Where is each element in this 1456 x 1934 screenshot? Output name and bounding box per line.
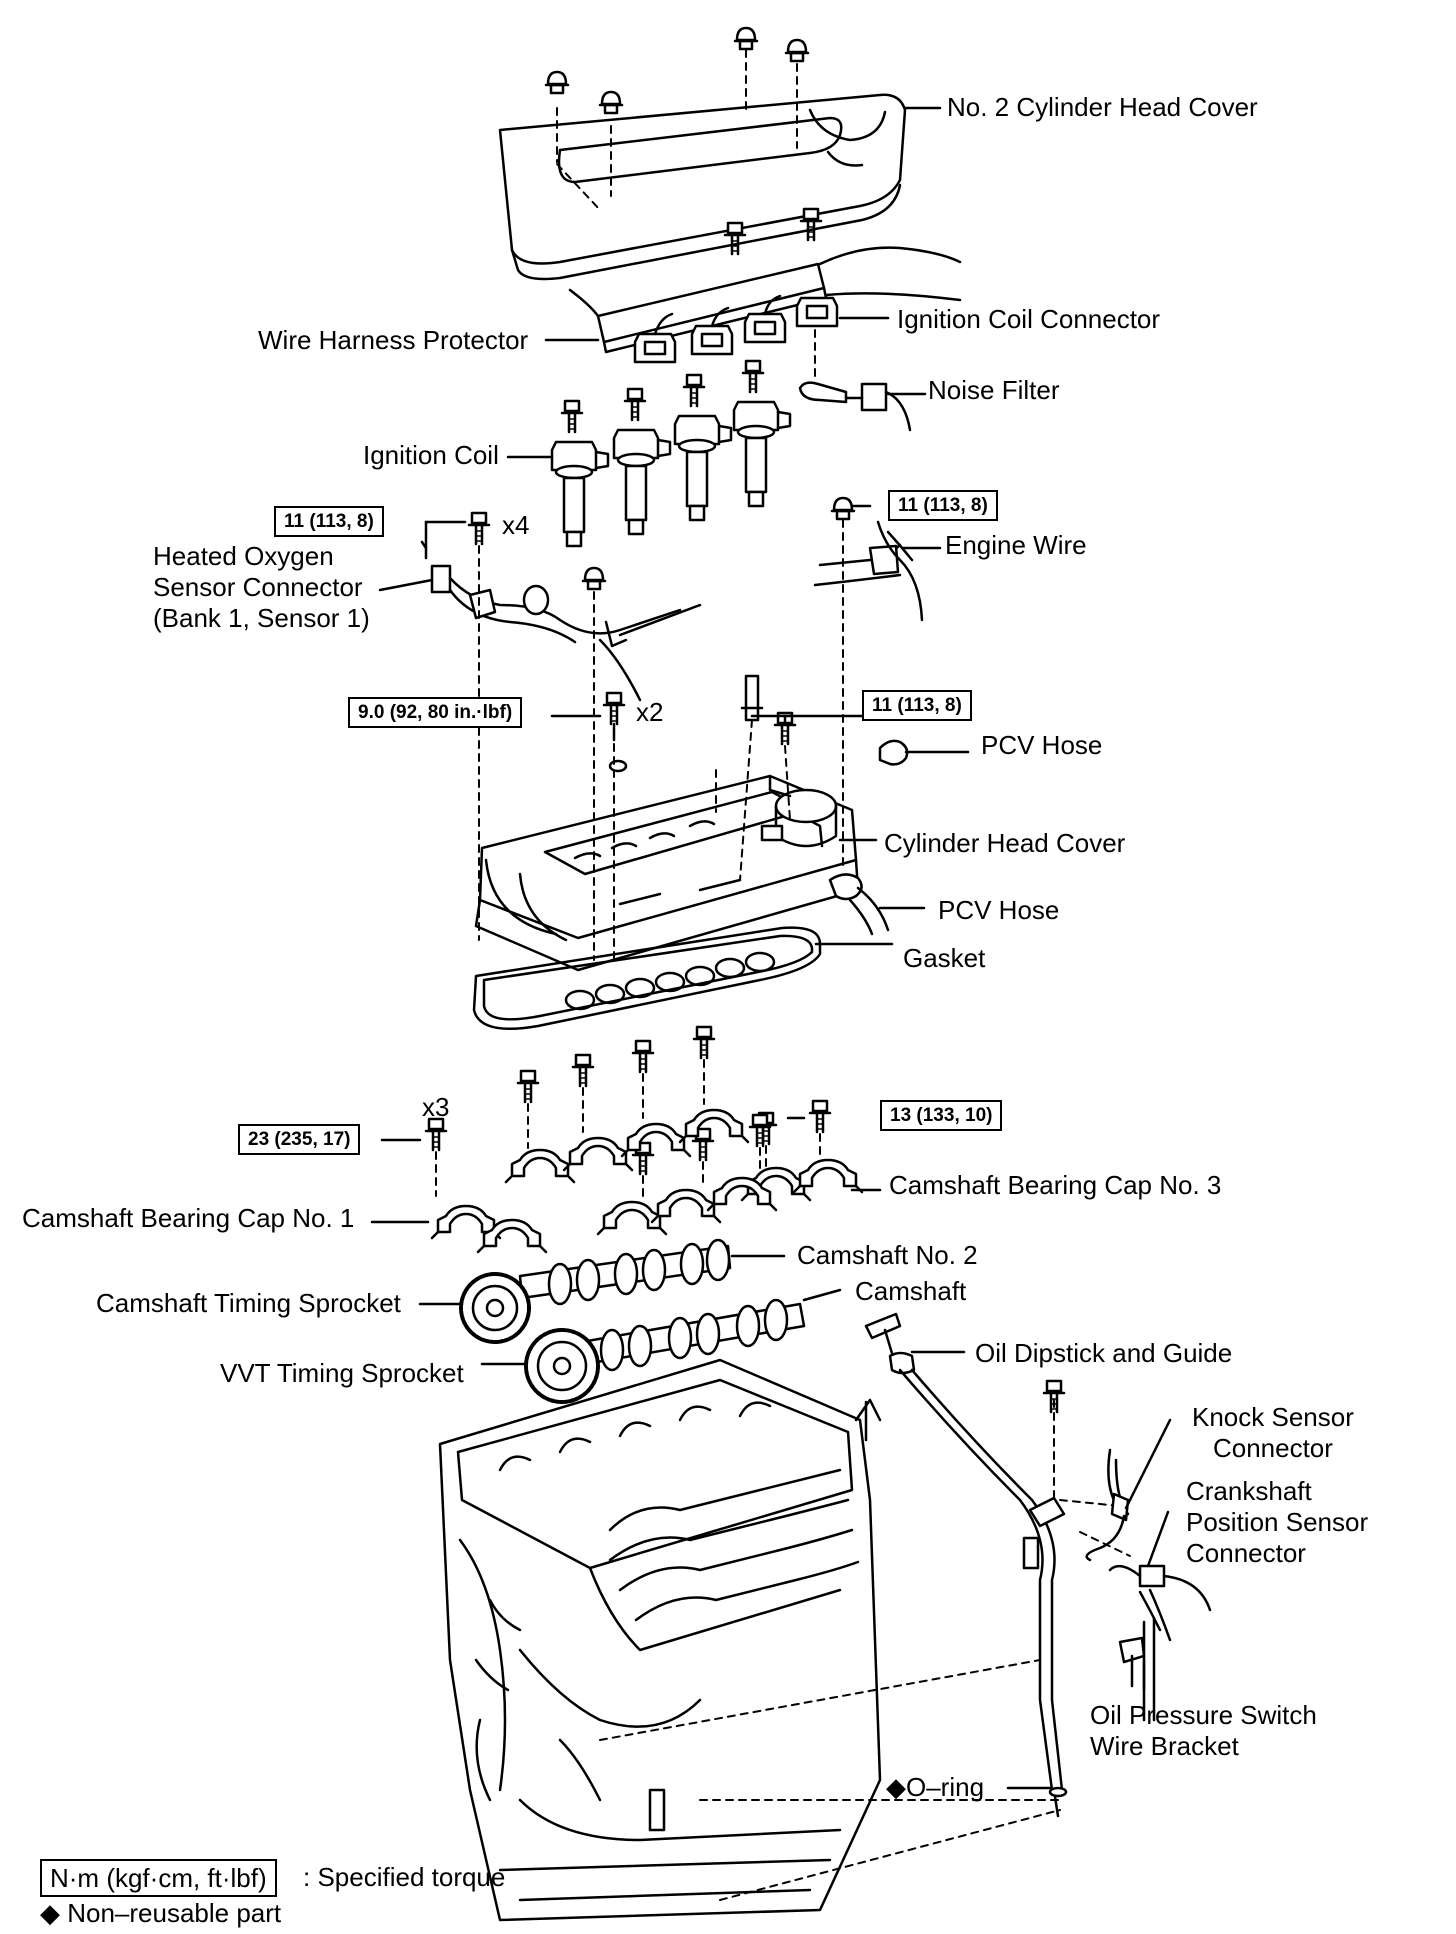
label-noise-filter: Noise Filter [928,375,1060,405]
torque-box-bearing-cap-no1: 23 (235, 17) [238,1124,361,1155]
label-knock-sensor-connector: Knock Sensor Connector [1192,1402,1354,1463]
legend-specified-torque: : Specified torque [303,1862,506,1892]
torque-box-heated-o2-bolt: 11 (113, 8) [274,506,384,537]
label-ignition-coil: Ignition Coil [363,440,499,470]
label-wire-harness-protector: Wire Harness Protector [258,325,529,355]
label-camshaft-bearing-cap-no1: Camshaft Bearing Cap No. 1 [22,1203,355,1233]
label-camshaft-timing-sprocket: Camshaft Timing Sprocket [96,1288,401,1318]
torque-box-bearing-cap-no3: 13 (133, 10) [880,1100,1003,1131]
label-cylinder-head-cover: Cylinder Head Cover [884,828,1126,858]
qty-x4: x4 [502,510,530,540]
no2-head-cover-shape [500,95,905,279]
camshaft-timing-sprocket-shape [461,1274,529,1342]
camshaft-no2-shape [520,1240,730,1304]
label-engine-wire: Engine Wire [945,530,1087,560]
label-crankshaft-position-sensor-connector: Crankshaft Position Sensor Connector [1186,1476,1369,1568]
label-pcv-hose-upper: PCV Hose [981,730,1103,760]
wire-harness-protector-shape [570,248,960,352]
label-camshaft-no2: Camshaft No. 2 [797,1240,978,1270]
gasket-shape [474,928,820,1029]
label-heated-oxygen-sensor-connector: Heated Oxygen Sensor Connector (Bank 1, … [153,541,370,633]
torque-box-head-cover-bolt: 9.0 (92, 80 in.·lbf) [348,697,523,728]
legend-torque-unit-box: N·m (kgf·cm, ft·lbf) [40,1859,277,1897]
label-oil-dipstick-and-guide: Oil Dipstick and Guide [975,1338,1233,1368]
legend-non-reusable-part: ◆ Non–reusable part [40,1898,282,1928]
torque-box-head-cover-stud: 11 (113, 8) [862,690,972,721]
label-no2-cylinder-head-cover: No. 2 Cylinder Head Cover [947,92,1258,122]
camshaft-shape [570,1300,804,1370]
label-oil-pressure-switch-wire-bracket: Oil Pressure Switch Wire Bracket [1090,1700,1317,1761]
label-vvt-timing-sprocket: VVT Timing Sprocket [220,1358,464,1388]
label-camshaft-bearing-cap-no3: Camshaft Bearing Cap No. 3 [889,1170,1222,1200]
qty-x2: x2 [636,697,664,727]
vvt-timing-sprocket-shape [526,1330,598,1402]
cylinder-head-cover-shape [476,776,858,970]
torque-box-engine-wire-nut: 11 (113, 8) [888,490,998,521]
label-ignition-coil-connector: Ignition Coil Connector [897,304,1161,334]
qty-x3: x3 [422,1092,450,1122]
label-gasket: Gasket [903,943,986,973]
label-pcv-hose-lower: PCV Hose [938,895,1060,925]
engine-block-shape [440,1360,880,1920]
label-o-ring: ◆O–ring [886,1772,985,1802]
oil-dipstick-shape [866,1314,1066,1816]
label-camshaft: Camshaft [855,1276,967,1306]
